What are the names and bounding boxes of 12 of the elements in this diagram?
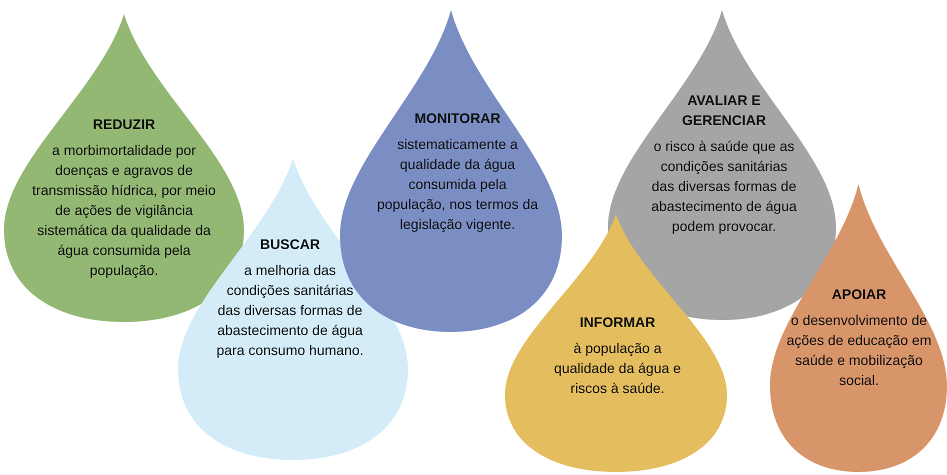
drop-text: o desenvolvimento de ações de educação em saúde e mobilização social. — [786, 311, 932, 390]
drop-text: a morbimortalidade por doenças e agravos de transmissão hídrica, por meio de ações de vigilância sistemática da qualidade da água consumida pela população. — [31, 141, 217, 280]
drop-text: o risco à saúde que as condições sanitárias das diversas formas de abastecimento de água podem provocar. — [650, 137, 798, 236]
drop-text: a melhoria das condições sanitárias das diversas formas de abastecimento de água para consumo humano. — [216, 261, 364, 360]
drop-heading: INFORMAR — [578, 313, 656, 332]
drop-heading: APOIAR — [830, 285, 888, 304]
drop-text: à população a qualidade da água e riscos à saúde. — [553, 339, 682, 398]
drop-heading: MONITORAR — [413, 109, 502, 128]
drop-text: sistematicamente a qualidade da água consumida pela população, nos termos da legislação vigente. — [376, 135, 540, 234]
drop-heading: REDUZIR — [92, 115, 156, 134]
drop-heading: AVALIAR E GERENCIAR — [680, 91, 767, 130]
drop-heading: BUSCAR — [259, 235, 321, 254]
